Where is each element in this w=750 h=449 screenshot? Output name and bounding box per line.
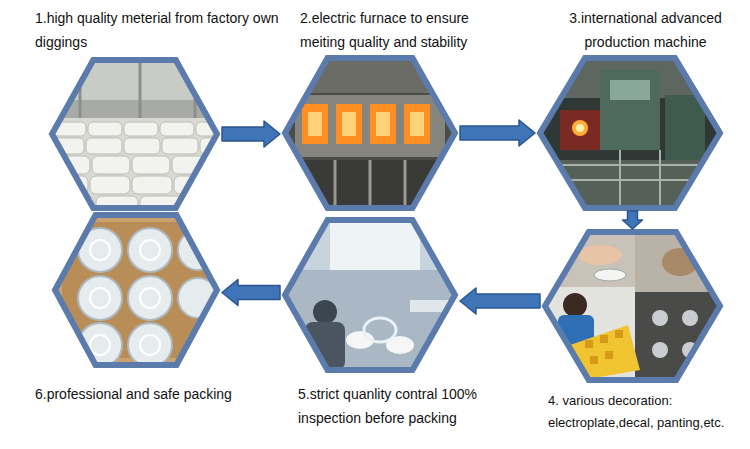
- machine-photo: [540, 58, 720, 208]
- warehouse-photo: [48, 60, 236, 212]
- caption-group: 4. various decoration: electroplate,deca…: [548, 390, 746, 434]
- step-caption: 4. various decoration: electroplate,deca…: [548, 390, 746, 434]
- flow-arrow: [623, 211, 643, 229]
- caption-group: 2.electric furnace to ensure meiting qua…: [300, 6, 515, 54]
- process-step: 6.professional and safe packing: [55, 215, 217, 365]
- furnace-photo: [285, 58, 455, 208]
- process-step: 3.international advanced production mach…: [540, 58, 720, 208]
- caption-group: 6.professional and safe packing: [35, 382, 275, 406]
- hexagon-frame: [540, 58, 720, 208]
- hexagon-frame: [545, 232, 720, 380]
- decoration-photo: [545, 232, 720, 380]
- step-caption: 2.electric furnace to ensure meiting qua…: [300, 6, 515, 54]
- step-caption: 6.professional and safe packing: [35, 382, 275, 406]
- caption-group: 3.international advanced production mach…: [548, 6, 743, 54]
- hexagon-frame: [285, 58, 455, 208]
- inspection-photo: [285, 220, 455, 370]
- packing-photo: [55, 215, 218, 367]
- step-caption: 5.strict quanlity contral 100% inspectio…: [298, 382, 513, 430]
- process-step: 4. various decoration: electroplate,deca…: [545, 232, 720, 380]
- step-caption: 1.high quality meterial from factory own…: [35, 6, 283, 54]
- process-step: 2.electric furnace to ensure meiting qua…: [285, 58, 455, 208]
- hexagon-frame: [285, 220, 455, 370]
- flow-arrow: [460, 120, 535, 146]
- process-step: 5.strict quanlity contral 100% inspectio…: [285, 220, 455, 370]
- process-step: 1.high quality meterial from factory own…: [52, 60, 217, 208]
- flow-arrow: [460, 288, 540, 314]
- flow-arrow: [222, 280, 280, 306]
- caption-group: 5.strict quanlity contral 100% inspectio…: [298, 382, 513, 430]
- hexagon-frame: [52, 60, 217, 208]
- hexagon-frame: [55, 215, 217, 365]
- caption-group: 1.high quality meterial from factory own…: [35, 6, 283, 54]
- step-caption: 3.international advanced production mach…: [548, 6, 743, 54]
- flow-arrow: [222, 121, 280, 147]
